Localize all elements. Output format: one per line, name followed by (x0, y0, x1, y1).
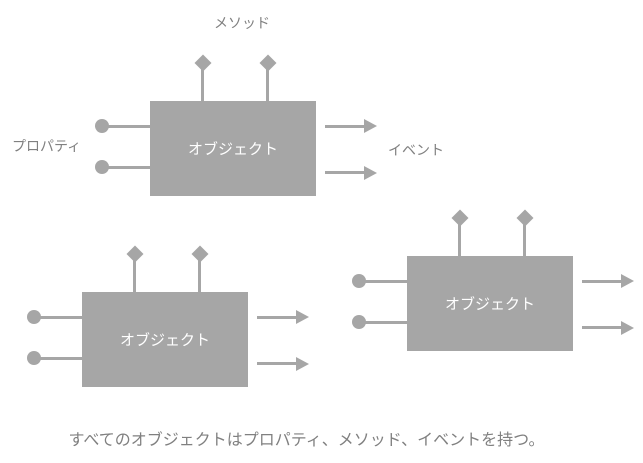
event-arrow-head-icon (364, 119, 377, 133)
property-circle-icon (27, 351, 41, 365)
event-arrow-shaft (582, 326, 622, 329)
method-label: メソッド (214, 15, 270, 31)
object-box-label: オブジェクト (444, 296, 535, 313)
property-circle-icon (27, 310, 41, 324)
event-arrow-head-icon (621, 321, 634, 335)
object-box: オブジェクト (150, 101, 316, 196)
method-stem-line (133, 254, 136, 292)
object-box-label: オブジェクト (119, 332, 210, 349)
event-arrow-shaft (325, 125, 365, 128)
event-label: イベント (388, 142, 444, 158)
property-connector-line (108, 125, 150, 128)
property-connector-line (365, 280, 407, 283)
method-diamond-icon (126, 245, 144, 263)
method-diamond-icon (516, 209, 534, 227)
object-group-bottom-left: オブジェクト (27, 245, 309, 387)
event-arrow-head-icon (621, 274, 634, 288)
event-arrow-head-icon (296, 310, 309, 324)
method-diamond-icon (451, 209, 469, 227)
object-group-bottom-right: オブジェクト (352, 209, 634, 351)
method-stem-line (198, 254, 201, 292)
object-group-top: オブジェクト (95, 54, 377, 196)
property-circle-icon (95, 119, 109, 133)
method-stem-line (523, 218, 526, 256)
event-arrow-shaft (325, 171, 365, 174)
event-arrow-head-icon (364, 166, 377, 180)
property-label: プロパティ (12, 138, 82, 154)
event-arrow-shaft (257, 316, 297, 319)
method-diamond-icon (191, 245, 209, 263)
property-connector-line (365, 321, 407, 324)
property-connector-line (40, 316, 82, 319)
property-circle-icon (95, 160, 109, 174)
method-diamond-icon (259, 54, 277, 72)
object-box: オブジェクト (82, 292, 248, 387)
event-arrow-shaft (582, 280, 622, 283)
object-box-label: オブジェクト (187, 141, 278, 158)
method-diamond-icon (194, 54, 212, 72)
property-connector-line (108, 166, 150, 169)
method-stem-line (201, 63, 204, 101)
method-stem-line (458, 218, 461, 256)
property-circle-icon (352, 315, 366, 329)
property-connector-line (40, 357, 82, 360)
method-stem-line (266, 63, 269, 101)
object-box: オブジェクト (407, 256, 573, 351)
event-arrow-head-icon (296, 357, 309, 371)
event-arrow-shaft (257, 362, 297, 365)
property-circle-icon (352, 274, 366, 288)
caption-text: すべてのオブジェクトはプロパティ、メソッド、イベントを持つ。 (68, 432, 545, 449)
